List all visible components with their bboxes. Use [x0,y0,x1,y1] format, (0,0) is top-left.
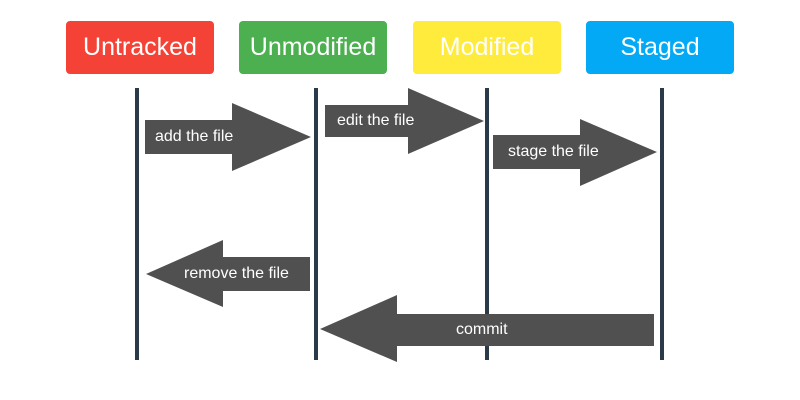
arrow-commit-label: commit [456,321,508,338]
arrow-stage-the-file-label: stage the file [508,143,599,160]
arrow-edit-the-file-label: edit the file [337,112,414,129]
state-modified-label: Modified [439,33,535,61]
lifeline-unmodified [314,88,318,360]
state-untracked: Untracked [66,21,214,74]
lifeline-untracked [135,88,139,360]
lifeline-modified [485,88,489,360]
arrow-edit-the-file-shape [325,88,484,154]
state-unmodified-label: Unmodified [249,33,377,61]
arrow-remove-the-file-shape [146,240,310,307]
arrow-add-the-file: add the file [145,103,311,171]
state-modified: Modified [413,21,561,74]
arrow-add-the-file-shape [145,103,311,171]
arrow-commit: commit [320,295,654,362]
arrow-stage-the-file-shape [493,119,657,186]
arrow-edit-the-file: edit the file [325,88,484,154]
state-staged: Staged [586,21,734,74]
state-unmodified: Unmodified [239,21,387,74]
lifeline-staged [660,88,664,360]
arrow-remove-the-file: remove the file [146,240,310,307]
arrow-remove-the-file-label: remove the file [184,265,289,282]
arrow-add-the-file-label: add the file [155,128,233,145]
state-untracked-label: Untracked [83,33,197,61]
arrow-commit-shape [320,295,654,362]
arrow-stage-the-file: stage the file [493,119,657,186]
state-staged-label: Staged [620,33,700,61]
